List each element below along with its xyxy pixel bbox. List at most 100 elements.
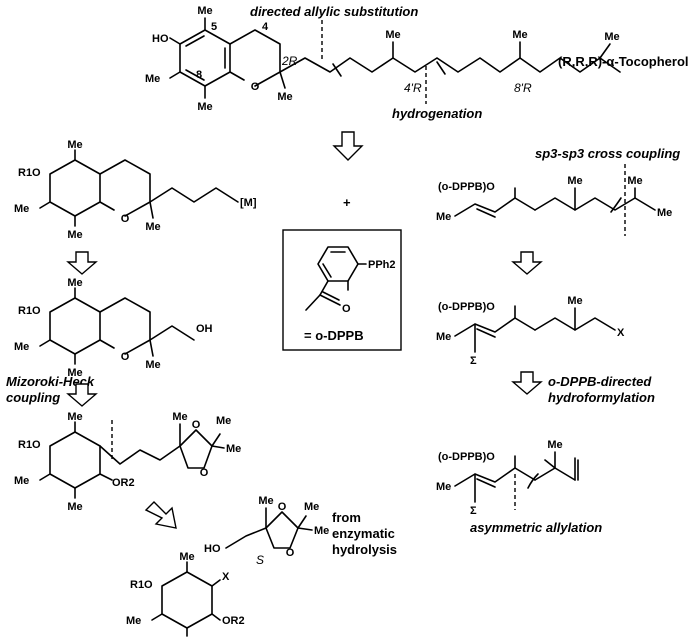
lf1-me-left: Me — [14, 203, 29, 215]
rf3-me-top: Me — [547, 439, 562, 451]
toco-ring-o: O — [251, 81, 260, 93]
rf3-me-left: Me — [436, 481, 451, 493]
left-frag3-structure — [39, 420, 225, 499]
cp-note-line1: from — [332, 510, 361, 525]
toco-me-c8: Me — [197, 101, 212, 113]
left-frag4-structure — [151, 561, 221, 637]
lf2-o: O — [121, 351, 130, 363]
rf2-x: X — [617, 327, 625, 339]
lf2-r1o: R1O — [18, 305, 41, 317]
lf2-me-c2: Me — [145, 359, 160, 371]
lf1-me-c2: Me — [145, 221, 160, 233]
dppb-structure — [305, 246, 367, 311]
lf4-me-top: Me — [179, 551, 194, 563]
lf3-dioxolane-o2: O — [200, 467, 209, 479]
dppb-label: = o-DPPB — [304, 328, 364, 343]
lf1-me-top: Me — [67, 139, 82, 151]
lf2-oh: OH — [196, 323, 213, 335]
rf3-sigma: Σ — [470, 505, 477, 517]
lf3-me-quat: Me — [172, 411, 187, 423]
toco-me-c4p: Me — [385, 29, 400, 41]
lf1-me-bottom: Me — [67, 229, 82, 241]
toco-locant-4pR: 4'R — [404, 81, 422, 95]
retro-arrow-right-1 — [511, 251, 543, 275]
asymmetric-allylation-label: asymmetric allylation — [470, 520, 602, 535]
cp-me-acetonide1: Me — [304, 501, 319, 513]
toco-me-c8p: Me — [512, 29, 527, 41]
retro-arrow-left-2 — [66, 383, 98, 407]
rf1-me-top-right: Me — [627, 175, 642, 187]
left-frag1-structure — [39, 149, 239, 227]
lf3-me-acetonide2: Me — [226, 443, 241, 455]
rf1-me-left: Me — [436, 211, 451, 223]
cp-note-line3: hydrolysis — [332, 542, 397, 557]
cp-me: Me — [258, 495, 273, 507]
toco-locant-4: 4 — [262, 21, 269, 33]
lf3-me-top: Me — [67, 411, 82, 423]
lf3-me-left: Me — [14, 475, 29, 487]
toco-me-c7: Me — [145, 73, 160, 85]
plus-sign: + — [343, 195, 351, 210]
lf2-me-top: Me — [67, 277, 82, 289]
rf2-prot: (o-DPPB)O — [438, 301, 495, 313]
toco-ho: HO — [152, 33, 169, 45]
sp3-cross-coupling-label: sp3-sp3 cross coupling — [535, 146, 680, 161]
annotation-directed-allylic-substitution: directed allylic substitution — [250, 4, 418, 19]
cp-o1: O — [278, 501, 287, 513]
lf4-or2: OR2 — [222, 615, 245, 627]
right-frag1-structure — [454, 164, 656, 236]
lf3-or2: OR2 — [112, 477, 135, 489]
cp-s-label: S — [256, 553, 264, 567]
dppb-pph2: PPh2 — [368, 259, 396, 271]
cp-o2: O — [286, 547, 295, 559]
lf1-r1o: R1O — [18, 167, 41, 179]
rf2-me-branch: Me — [567, 295, 582, 307]
retro-arrow-left-diagonal — [144, 501, 177, 529]
hydroformylation-label-line1: o-DPPB-directed — [548, 374, 652, 389]
toco-locant-5: 5 — [211, 21, 217, 33]
toco-me-c2: Me — [277, 91, 292, 103]
toco-locant-2R: 2R — [281, 54, 298, 68]
lf1-o: O — [121, 213, 130, 225]
lf2-me-left: Me — [14, 341, 29, 353]
lf1-metal: [M] — [240, 197, 257, 209]
toco-locant-8: 8 — [196, 69, 202, 81]
lf3-r1o: R1O — [18, 439, 41, 451]
chiral-pool-structure — [225, 507, 313, 549]
rf1-me-end: Me — [657, 207, 672, 219]
lf3-me-bottom: Me — [67, 501, 82, 513]
rf3-prot: (o-DPPB)O — [438, 451, 495, 463]
retro-arrow-right-2 — [511, 371, 543, 395]
retro-arrow-left-1 — [66, 251, 98, 275]
cp-note-line2: enzymatic — [332, 526, 395, 541]
tocopherol-name: (R,R,R)-α-Tocopherol — [558, 54, 689, 69]
lf4-me-left: Me — [126, 615, 141, 627]
mizoroki-heck-label-line2: coupling — [6, 390, 60, 405]
dppb-o: O — [342, 303, 351, 315]
left-frag2-structure — [39, 287, 195, 365]
tocopherol-structure — [169, 17, 621, 104]
right-frag3-structure — [454, 451, 579, 510]
cp-ho: HO — [204, 543, 221, 555]
lf4-r1o: R1O — [130, 579, 153, 591]
lf3-me-acetonide1: Me — [216, 415, 231, 427]
hydroformylation-label-line2: hydroformylation — [548, 390, 655, 405]
dppb-box — [282, 229, 402, 351]
annotation-hydrogenation: hydrogenation — [392, 106, 482, 121]
mizoroki-heck-label-line1: Mizoroki-Heck — [6, 374, 95, 389]
rf1-me-branch: Me — [567, 175, 582, 187]
rf2-sigma: Σ — [470, 355, 477, 367]
toco-me-c5: Me — [197, 5, 212, 17]
toco-locant-8pR: 8'R — [514, 81, 532, 95]
right-frag2-structure — [454, 305, 616, 353]
cp-me-acetonide2: Me — [314, 525, 329, 537]
rf1-prot: (o-DPPB)O — [438, 181, 495, 193]
lf3-dioxolane-o1: O — [192, 419, 201, 431]
retro-arrow-top — [332, 131, 364, 161]
toco-me-terminal: Me — [604, 31, 619, 43]
lf2-me-bottom: Me — [67, 367, 82, 379]
lf4-x: X — [222, 571, 230, 583]
rf2-me-left: Me — [436, 331, 451, 343]
